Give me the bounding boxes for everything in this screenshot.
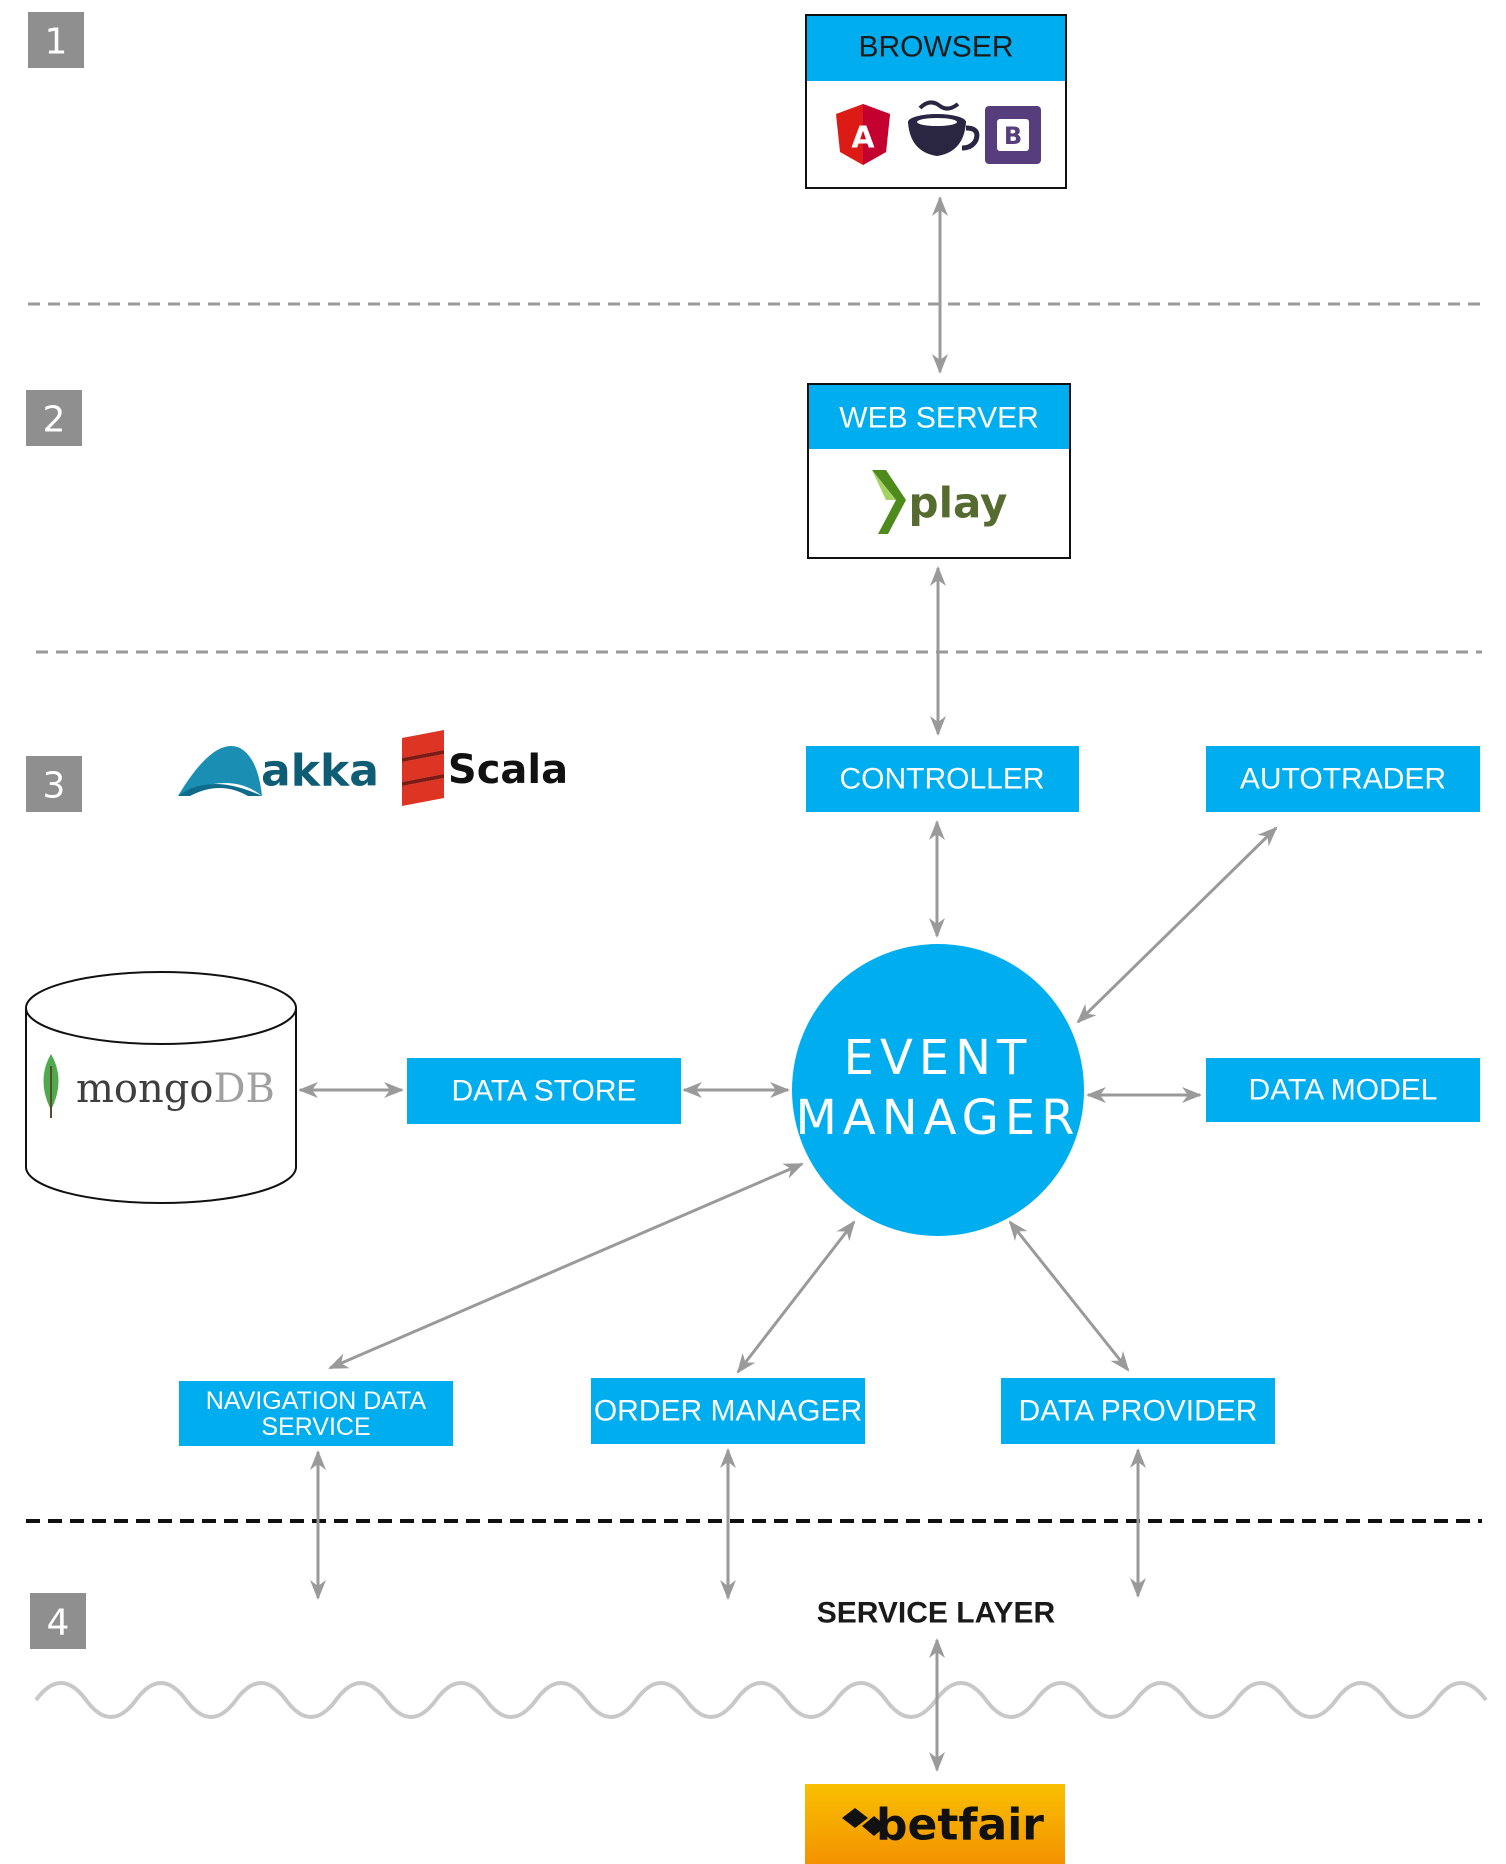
play-logo-text: play (909, 479, 1008, 528)
web-server-title: WEB SERVER (839, 402, 1039, 435)
mongodb-database: mongoDB (25, 971, 297, 1204)
data-store-label: DATA STORE (451, 1075, 636, 1108)
service-layer-label: SERVICE LAYER (817, 1597, 1056, 1630)
web-server-box: WEB SERVER play (807, 383, 1071, 559)
navigation-label-line2: SERVICE (261, 1413, 370, 1441)
browser-box: BROWSER A B (805, 14, 1067, 189)
event-manager-node: EVENT MANAGER (792, 944, 1084, 1236)
mongodb-leaf-icon (43, 1054, 59, 1118)
play-logo: play (872, 470, 1007, 534)
arrow-eventmanager-navigation (328, 1162, 804, 1370)
navigation-data-service-box: NAVIGATION DATA SERVICE (179, 1381, 453, 1446)
angular-letter: A (851, 121, 875, 156)
connector-arrows (298, 196, 1278, 1772)
navigation-label-line1: NAVIGATION DATA (206, 1387, 427, 1415)
data-provider-box: DATA PROVIDER (1001, 1378, 1275, 1444)
wave-divider (34, 1681, 1488, 1719)
layer-number: 1 (45, 22, 68, 63)
bootstrap-letter: B (1004, 122, 1022, 150)
controller-box: CONTROLLER (806, 746, 1079, 812)
mongodb-label-part2: DB (213, 1066, 274, 1112)
autotrader-box: AUTOTRADER (1206, 746, 1480, 812)
order-manager-box: ORDER MANAGER (591, 1378, 865, 1444)
arrow-autotrader-eventmanager (1076, 826, 1278, 1024)
event-manager-line2: MANAGER (795, 1090, 1080, 1146)
coffeescript-icon (908, 100, 980, 156)
bootstrap-icon: B (985, 106, 1041, 164)
autotrader-label: AUTOTRADER (1240, 763, 1446, 796)
arrow-eventmanager-dataprovider (1008, 1220, 1130, 1372)
layer-number: 2 (43, 400, 66, 441)
controller-label: CONTROLLER (839, 763, 1044, 796)
layer-badge-2: 2 (26, 390, 82, 446)
akka-logo: akka (178, 746, 379, 797)
betfair-diamond-icon (842, 1808, 886, 1836)
angular-icon: A (836, 104, 890, 165)
layer-badge-4: 4 (30, 1593, 86, 1649)
order-manager-label: ORDER MANAGER (594, 1395, 862, 1428)
layer-badge-1: 1 (28, 12, 84, 68)
data-store-box: DATA STORE (407, 1058, 681, 1124)
mongodb-label: mongoDB (76, 1066, 275, 1112)
layer-number: 3 (43, 766, 66, 807)
data-model-label: DATA MODEL (1249, 1074, 1438, 1107)
akka-logo-text: akka (261, 746, 379, 797)
scala-logo: Scala (402, 730, 568, 806)
betfair-logo: betfair (805, 1784, 1065, 1864)
browser-title: BROWSER (858, 31, 1013, 64)
layer-number: 4 (47, 1603, 70, 1644)
data-model-box: DATA MODEL (1206, 1058, 1480, 1122)
scala-logo-text: Scala (448, 747, 568, 793)
arrow-eventmanager-ordermanager (736, 1220, 856, 1374)
layer-badge-3: 3 (26, 756, 82, 812)
data-provider-label: DATA PROVIDER (1019, 1395, 1258, 1428)
event-manager-line1: EVENT (844, 1030, 1033, 1086)
betfair-logo-text: betfair (876, 1800, 1044, 1851)
mongodb-label-part1: mongo (76, 1066, 213, 1112)
